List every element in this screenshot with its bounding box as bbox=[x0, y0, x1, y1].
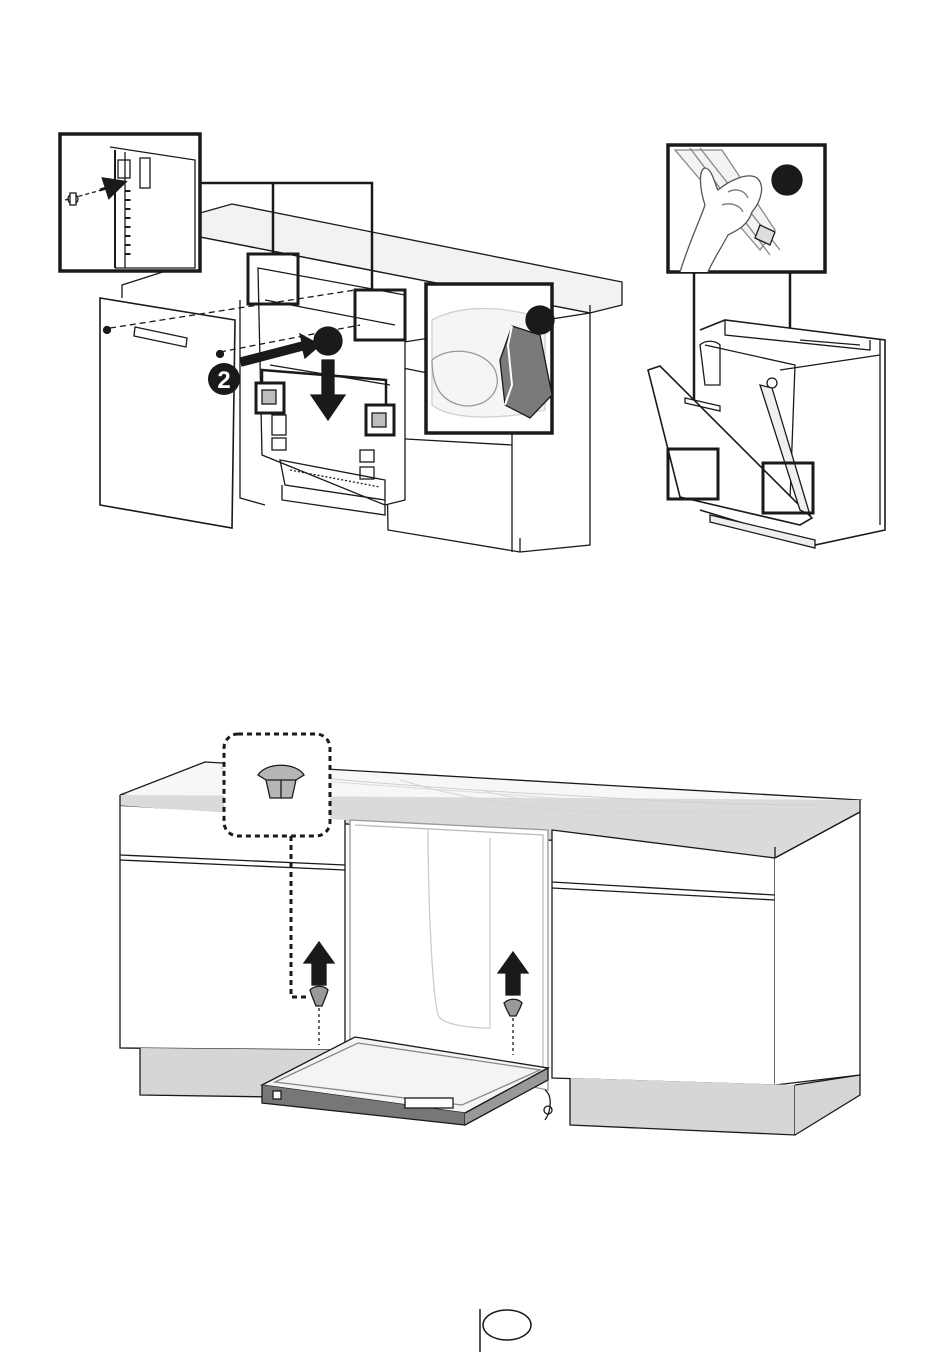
step-badge-4 bbox=[526, 306, 554, 334]
screw-hole-left bbox=[104, 327, 111, 334]
bottom-left-cabinet bbox=[120, 806, 345, 1050]
page-footer bbox=[480, 1309, 531, 1352]
control-panel bbox=[405, 1098, 453, 1108]
figure-plug-insertion bbox=[120, 734, 860, 1135]
inset-screw-detail bbox=[60, 134, 200, 271]
step-badge-5 bbox=[772, 165, 802, 195]
step-badge-2: 2 bbox=[208, 363, 240, 395]
door-panel bbox=[100, 298, 235, 528]
figure-door-open bbox=[648, 145, 885, 548]
page-number-badge bbox=[483, 1310, 531, 1340]
bottom-right-cabinet bbox=[552, 830, 775, 1085]
inset-adhesive-peel bbox=[426, 284, 554, 433]
step-badge-3 bbox=[314, 327, 342, 355]
step-2-label: 2 bbox=[217, 367, 230, 394]
